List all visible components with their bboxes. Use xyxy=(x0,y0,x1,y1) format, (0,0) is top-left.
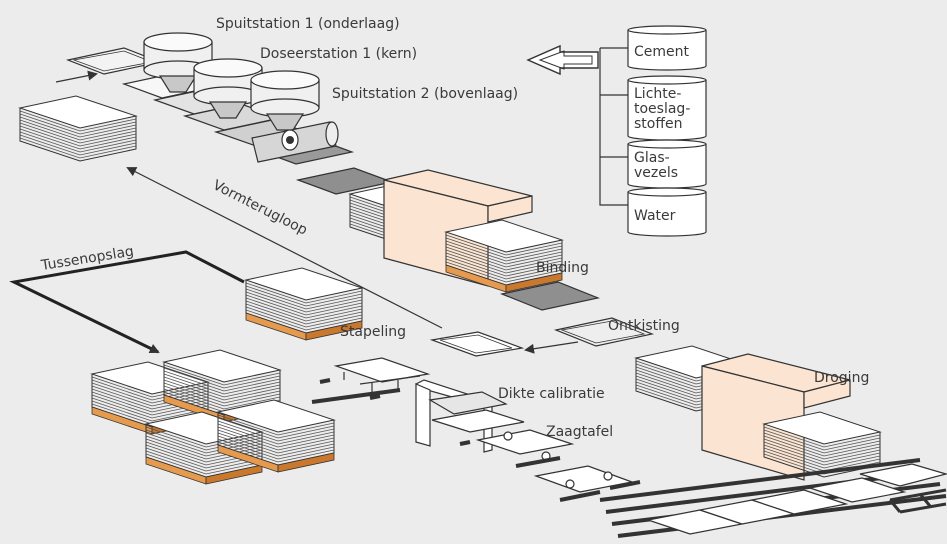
output-conveyor xyxy=(599,458,947,538)
label-droging: Droging xyxy=(814,370,869,386)
silo-top xyxy=(627,75,707,85)
label-vormterugloop: Vormterugloop xyxy=(210,177,310,238)
label-binding: Binding xyxy=(536,260,589,276)
silo-cement: Cement xyxy=(627,25,707,71)
drying-oven xyxy=(635,345,881,481)
silo-label: toeslag- xyxy=(634,101,690,117)
calibration-and-saw-line xyxy=(311,357,641,502)
silo-body xyxy=(627,30,707,71)
silo-label: Lichte- xyxy=(634,86,681,102)
label-ontkisting: Ontkisting xyxy=(608,318,680,334)
label-stapeling: Stapeling xyxy=(340,324,406,340)
silo-top xyxy=(627,187,707,197)
label-doseerstation-1: Doseerstation 1 (kern) xyxy=(260,46,417,62)
binding-oven xyxy=(349,169,562,292)
silo-label: stoffen xyxy=(634,116,682,132)
ingredient-silos xyxy=(526,44,628,206)
silo-body xyxy=(627,192,707,237)
silo-water: Water xyxy=(627,187,707,237)
label-zaagtafel: Zaagtafel xyxy=(546,424,613,440)
silo-label: Water xyxy=(634,208,676,224)
silo-top xyxy=(627,139,707,149)
intermediate-storage xyxy=(9,250,334,484)
label-dikte-calibratie: Dikte calibratie xyxy=(498,386,605,402)
hopper-spuitstation-2 xyxy=(250,70,320,131)
silo-label: Glas- xyxy=(634,150,670,166)
silo-label: Cement xyxy=(634,44,690,60)
label-spuitstation-1: Spuitstation 1 (onderlaag) xyxy=(216,16,400,32)
hopper-doseerstation-1 xyxy=(193,58,263,119)
silo-top xyxy=(627,25,707,35)
mould-return-path xyxy=(126,167,655,357)
silo-lichte-toeslagstoffen: Lichte-toeslag-stoffen xyxy=(627,75,707,141)
label-spuitstation-2: Spuitstation 2 (bovenlaag) xyxy=(332,86,518,102)
silo-glasvezels: Glas-vezels xyxy=(627,139,707,189)
compaction-roller xyxy=(251,121,339,163)
silo-label: vezels xyxy=(634,165,678,181)
